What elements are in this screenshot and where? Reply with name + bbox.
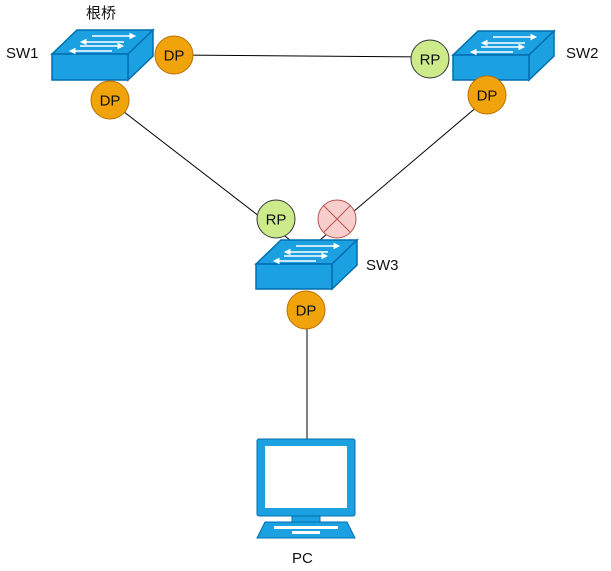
switch-sw3[interactable] (254, 238, 359, 291)
link-sw1-sw2 (174, 54, 431, 58)
sw3-label: SW3 (366, 257, 399, 274)
port-sw1-to-sw3: DP (90, 80, 130, 120)
port-sw3-to-sw1: RP (256, 199, 296, 239)
pc-monitor-icon[interactable] (256, 438, 356, 539)
port-sw1-to-sw2: DP (154, 35, 194, 75)
port-label: DP (477, 88, 498, 105)
port-sw2-to-sw3: DP (467, 75, 507, 115)
port-sw3-to-pc: DP (286, 290, 326, 330)
sw2-label: SW2 (566, 45, 599, 62)
port-label: DP (296, 303, 317, 320)
port-label: DP (164, 48, 185, 65)
root-bridge-label: 根桥 (86, 5, 117, 22)
port-sw3-to-sw2-blocked (317, 199, 357, 239)
port-sw2-to-sw1: RP (410, 39, 450, 79)
switch-sw1[interactable] (50, 28, 155, 82)
sw1-label: SW1 (6, 45, 39, 62)
switch-arrows-icon (68, 32, 137, 55)
port-label: RP (266, 212, 287, 229)
port-label: RP (420, 52, 441, 69)
switch-arrows-icon (469, 33, 538, 56)
switch-sw2[interactable] (451, 29, 556, 82)
switch-arrows-icon (272, 242, 341, 265)
port-label: DP (100, 93, 121, 110)
pc-label: PC (292, 550, 313, 567)
blocked-x-icon (323, 205, 351, 233)
